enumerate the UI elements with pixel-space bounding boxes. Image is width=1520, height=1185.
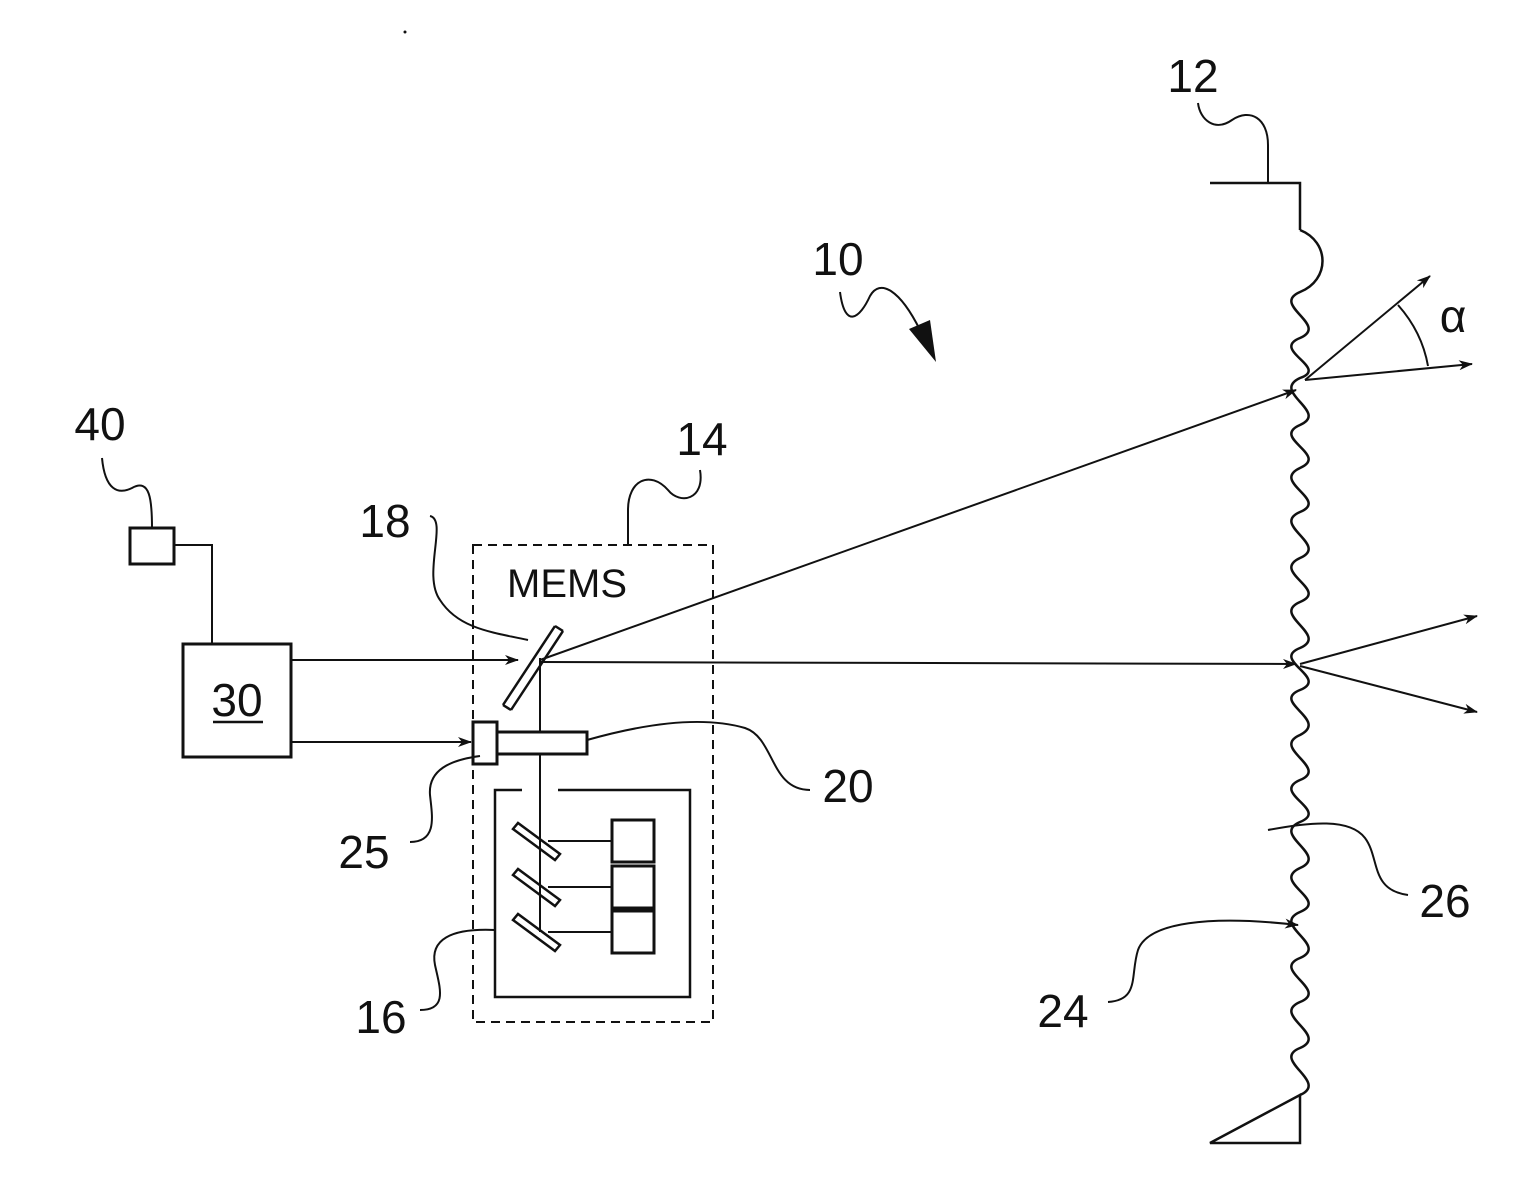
- stray-dot: [404, 31, 407, 34]
- label-14: 14: [676, 413, 727, 465]
- leader-26: [1268, 823, 1408, 895]
- label-26: 26: [1419, 875, 1470, 927]
- leader-10-arrowhead: [909, 320, 936, 362]
- laser-green: [612, 866, 654, 908]
- label-20: 20: [822, 760, 873, 812]
- beam-center: [540, 662, 1296, 664]
- leader-25: [410, 756, 480, 842]
- laser-red: [612, 820, 654, 862]
- label-12: 12: [1167, 50, 1218, 102]
- label-40: 40: [74, 398, 125, 450]
- ray-center-2: [1300, 666, 1477, 712]
- light-source: [495, 790, 690, 997]
- ray-upper-1: [1305, 276, 1430, 380]
- sensor-box: [130, 528, 174, 564]
- mems-text: MEMS: [507, 562, 627, 606]
- lens-mount: [473, 722, 497, 764]
- label-10: 10: [812, 233, 863, 285]
- leader-12: [1198, 103, 1268, 183]
- sensor-wire: [174, 545, 212, 644]
- projector-boundary: [473, 545, 713, 1022]
- leader-40: [102, 458, 152, 528]
- label-alpha: α: [1440, 290, 1467, 342]
- beam-upper: [540, 390, 1296, 660]
- label-24: 24: [1037, 985, 1088, 1037]
- angle-arc: [1398, 305, 1428, 366]
- label-25: 25: [338, 826, 389, 878]
- lens: [497, 732, 587, 754]
- mems-mirror: [503, 626, 563, 710]
- leader-20: [587, 722, 810, 790]
- ray-upper-2: [1305, 364, 1472, 380]
- leader-24: [1108, 921, 1298, 1002]
- label-16: 16: [355, 991, 406, 1043]
- ray-center-1: [1300, 616, 1477, 664]
- label-30: 30: [211, 674, 262, 726]
- leader-14: [628, 470, 701, 545]
- label-18: 18: [359, 495, 410, 547]
- leader-10: [840, 288, 920, 330]
- laser-blue: [612, 911, 654, 953]
- leader-16: [420, 930, 495, 1010]
